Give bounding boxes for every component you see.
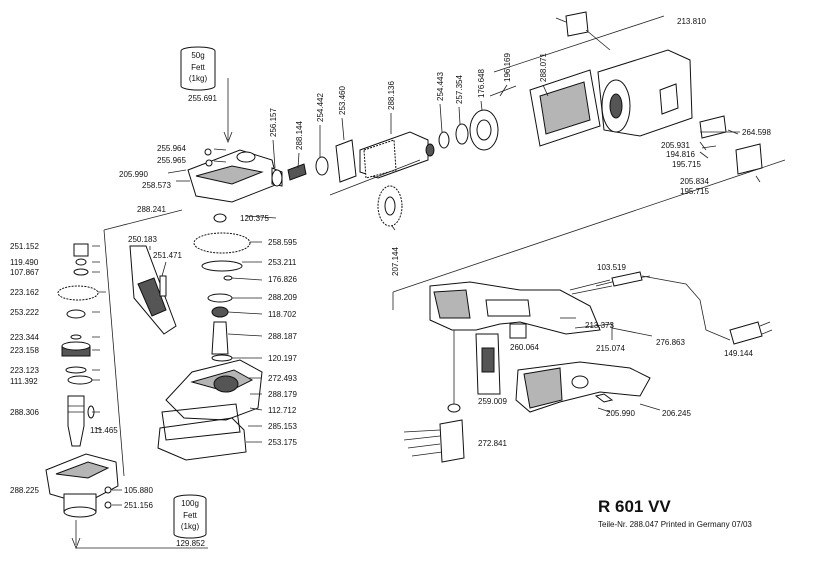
part-label: 213.810 [677,17,706,26]
part-label: 250.183 [128,235,157,244]
grease-weight: 50g [191,51,204,60]
part-label: 288.187 [268,332,297,341]
part-label: 288.209 [268,293,297,302]
part-label: 112.712 [268,406,297,415]
lower-housing-left [45,453,119,550]
part-label: 205.931 [661,141,690,150]
part-label: 111.392 [10,377,38,386]
part-label: 119.490 [10,258,39,267]
grease-container-bottom: 100g Fett (1kg) 129.852 [173,494,207,548]
model-title: R 601 VV [598,497,671,516]
grease-part-number: 255.691 [188,94,217,103]
part-label: 205.834 [680,177,709,186]
grease-part-number: 129.852 [176,539,205,548]
part-label: 272.841 [478,439,507,448]
part-label: 253.175 [268,438,297,447]
part-label: 176.648 [477,69,486,98]
grease-type: Fett [191,63,206,72]
lock-lever [129,245,177,335]
part-label: 288.071 [539,53,548,82]
part-label: 205.990 [119,170,148,179]
part-label: 111.465 [90,426,118,435]
part-label: 257.354 [455,75,464,104]
lower-gear-housing [157,359,263,461]
part-label: 195.715 [680,187,709,196]
grease-weight: 100g [181,499,199,508]
grease-amount: (1kg) [181,522,200,531]
part-label: 215.074 [596,344,625,353]
part-label: 223.344 [10,333,39,342]
motor-housing [529,11,693,147]
vertical-leaders [272,84,549,231]
part-label: 255.965 [157,156,186,165]
part-label: 253.222 [10,308,39,317]
part-label: 196.169 [503,53,512,82]
grease-type: Fett [183,511,198,520]
part-label: 194.816 [666,150,695,159]
part-label: 288.179 [268,390,297,399]
part-label: 149.144 [724,349,753,358]
part-label: 223.162 [10,288,39,297]
grease-amount: (1kg) [189,74,208,83]
part-label: 105.880 [124,486,153,495]
spindle-stack-middle [193,213,251,362]
part-label: 259.009 [478,397,507,406]
part-label: 253.211 [268,258,297,267]
brush-parts [699,115,763,175]
part-number-subtitle: Teile-Nr. 288.047 Printed in Germany 07/… [598,520,752,529]
part-label: 195.715 [672,160,701,169]
spindle-stack-left [57,243,99,447]
handle-assembly [429,271,773,413]
part-label: 103.519 [597,263,626,272]
part-label: 258.595 [268,238,297,247]
part-label: 288.136 [387,81,396,110]
part-label: 120.197 [268,354,297,363]
part-label: 213.373 [585,321,614,330]
part-label: 254.442 [316,93,325,122]
part-label: 285.153 [268,422,297,431]
part-label: 118.702 [268,310,297,319]
part-label: 254.443 [436,72,445,101]
part-label: 253.460 [338,86,347,115]
part-label: 251.156 [124,501,153,510]
part-labels-vertical: 256.157 288.144 254.442 253.460 288.136 … [269,53,548,276]
part-label: 207.144 [391,247,400,276]
part-label: 288.241 [137,205,166,214]
part-label: 223.158 [10,346,39,355]
part-label: 260.064 [510,343,539,352]
part-label: 288.306 [10,408,39,417]
switch-wiring [403,330,465,463]
part-label: 223.123 [10,366,39,375]
part-labels: 255.964 255.965 205.990 258.573 288.241 … [10,17,771,510]
part-label: 258.573 [142,181,171,190]
part-label: 206.245 [662,409,691,418]
part-label: 255.964 [157,144,186,153]
part-label: 264.598 [742,128,771,137]
part-label: 276.863 [656,338,685,347]
part-label: 107.867 [10,268,39,277]
part-label: 251.471 [153,251,182,260]
part-label: 288.144 [295,121,304,150]
part-label: 120.375 [240,214,269,223]
part-label: 256.157 [269,108,278,137]
part-label: 272.493 [268,374,297,383]
part-label: 288.225 [10,486,39,495]
leader-lines [92,131,761,506]
part-label: 176.826 [268,275,297,284]
grease-container-top: 50g Fett (1kg) 255.691 [180,46,217,103]
drive-gear-207 [377,185,403,227]
part-label: 205.990 [606,409,635,418]
spindle-top-parts [271,85,517,196]
part-label: 251.152 [10,242,39,251]
